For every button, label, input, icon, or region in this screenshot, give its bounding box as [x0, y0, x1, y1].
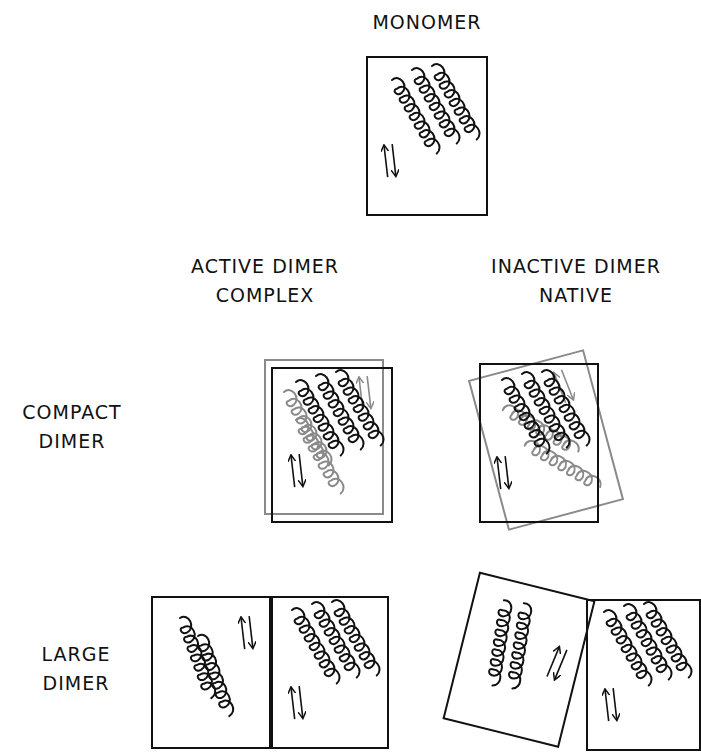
inactive-dimer-heading: INACTIVE DIMER NATIVE — [456, 252, 696, 309]
active-large-dimer — [152, 597, 388, 748]
monomer-box — [367, 57, 487, 215]
monomer-heading: MONOMER — [327, 8, 527, 37]
inactive-large-dimer — [444, 573, 700, 750]
active-dimer-heading: ACTIVE DIMER COMPLEX — [150, 252, 380, 309]
inactive-compact-dimer — [469, 350, 623, 529]
compact-dimer-row-label: COMPACT DIMER — [7, 398, 137, 455]
active-compact-dimer — [265, 360, 392, 522]
large-dimer-row-label: LARGE DIMER — [21, 640, 131, 697]
